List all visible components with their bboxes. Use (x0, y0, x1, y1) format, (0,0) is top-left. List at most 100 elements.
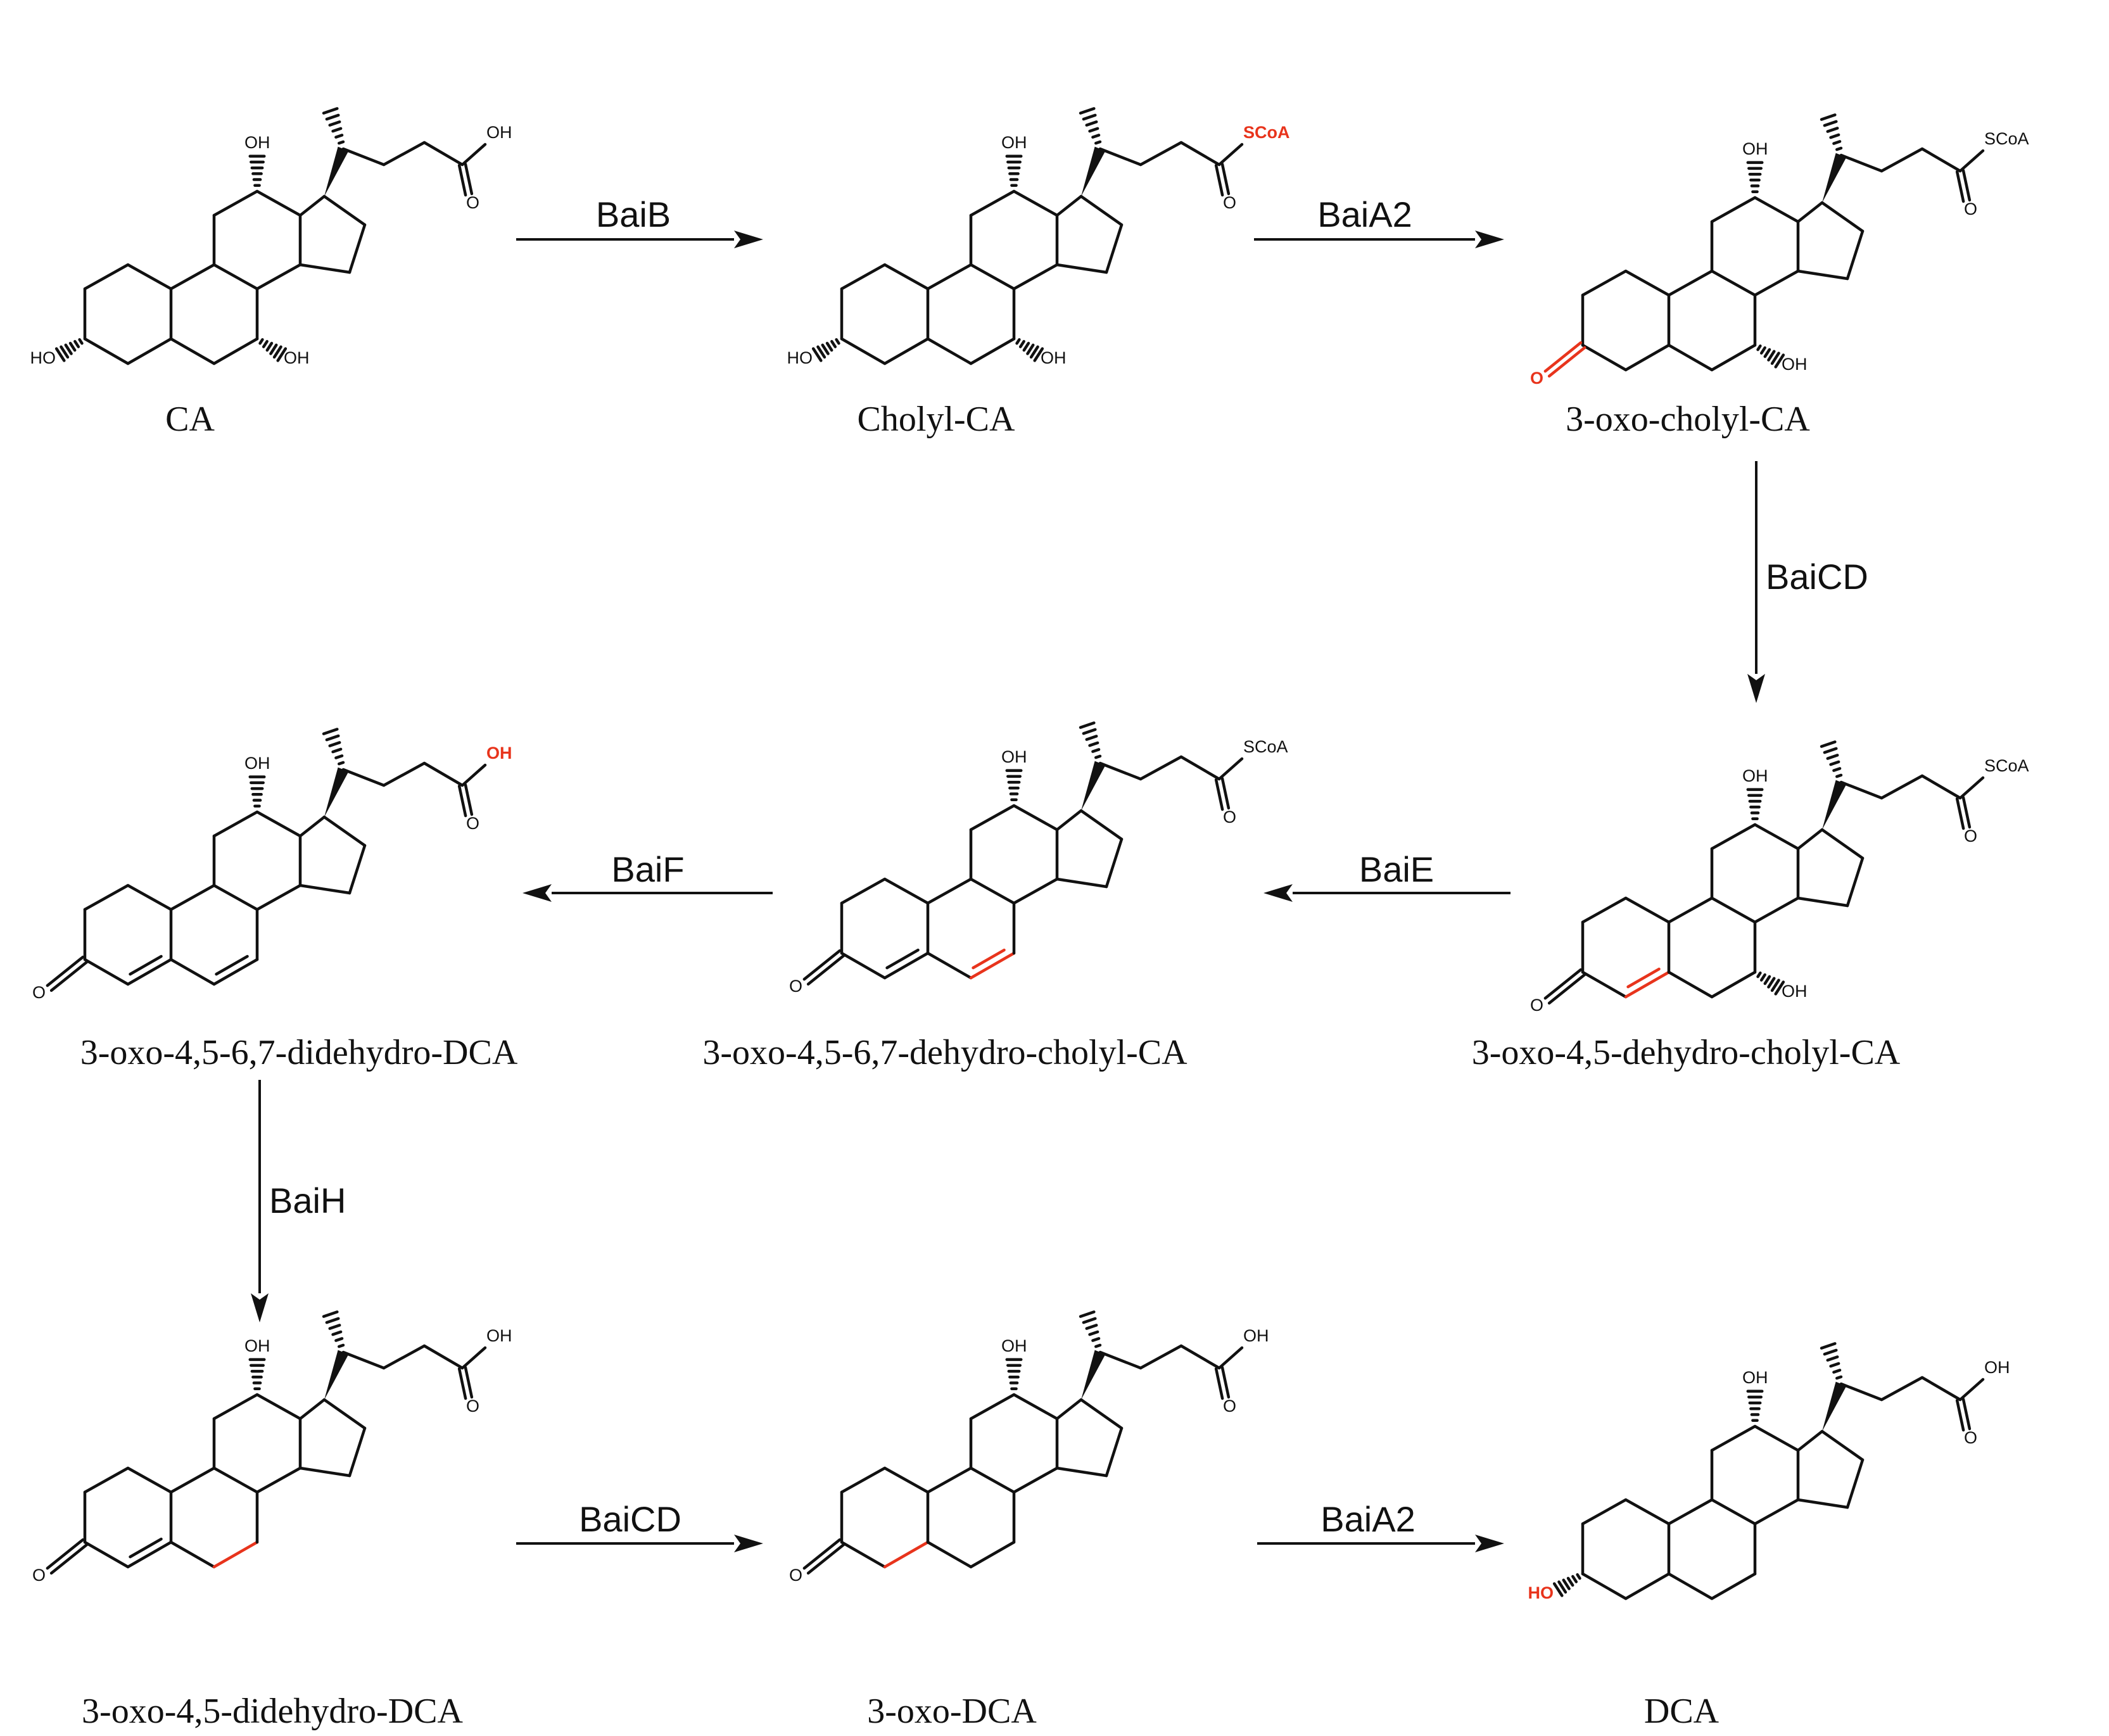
bond-c22-c23 (1880, 147, 1924, 173)
bond-c12-c13 (255, 810, 302, 838)
bond-c4-c5-double (1624, 970, 1671, 999)
bond-c24-o-double-b (1220, 1365, 1231, 1399)
bond-c17-c20-wedge (1822, 153, 1847, 203)
carbonyl-oxygen-label: O (1223, 1397, 1236, 1416)
c7-hydroxyl-label: OH (1782, 355, 1808, 374)
bond-c22-c23 (1880, 774, 1924, 800)
bond-c23-c24 (422, 1344, 464, 1370)
carbonyl-oxygen-label: O (1964, 200, 1977, 219)
bond-c15-c16 (348, 223, 367, 274)
enzyme-label: BaiCD (1766, 557, 1868, 597)
bond-c8-c9 (1710, 1498, 1757, 1526)
bond-c4-c5-double-second (885, 948, 920, 970)
bond-c3-c4 (1581, 970, 1628, 999)
bond-c4-c5-double-second (1626, 967, 1661, 989)
bond-c15-c16 (1105, 837, 1124, 889)
bond-c20-c22 (1839, 1382, 1884, 1402)
compound-name-3-oxo-4-5-6-7-dehydro-cholyl-ca: 3-oxo-4,5-6,7-dehydro-cholyl-CA (702, 1033, 1188, 1072)
bond-c14-c8 (255, 1466, 302, 1494)
bond-c10-c1 (126, 884, 173, 911)
bond-c20-c21-hash (1820, 113, 1843, 151)
bond-c14-c8 (1753, 896, 1800, 924)
arrowhead (1264, 884, 1293, 902)
bond-c1-c2 (1581, 269, 1628, 297)
bond-c16-c17 (322, 815, 367, 847)
bond-c16-c17 (1820, 828, 1865, 860)
bond-c14-c15 (1055, 263, 1108, 274)
enzyme-label: BaiH (269, 1181, 346, 1220)
bond-c12-c13 (1012, 1393, 1059, 1421)
bond-c4-c5-double-second (129, 1537, 163, 1559)
carbonyl-oxygen-label: O (1964, 1428, 1977, 1447)
carbonyl-oxygen-label: O (466, 193, 479, 212)
bond-c12-c13 (1753, 196, 1800, 224)
c7-hydroxyl-label: OH (284, 348, 310, 367)
bond-c12-oh-hash (248, 155, 266, 187)
c12-hydroxyl-label: OH (1742, 139, 1768, 158)
bond-c3-oxo-double-a (1543, 341, 1583, 373)
bond-c17-c20-wedge (1822, 1381, 1847, 1431)
c3-oxo-label: O (32, 983, 46, 1002)
bond-c24-tail (1958, 776, 1985, 800)
bond-c9-c10 (926, 263, 973, 291)
bond-c14-c15 (1055, 877, 1108, 889)
bond-c20-c22 (341, 147, 386, 167)
bond-c24-tail (1958, 1378, 1985, 1402)
bond-c17-c13 (1055, 1398, 1083, 1421)
bond-c6-c7-double-second (215, 954, 249, 976)
bond-c11-c12 (212, 189, 259, 217)
bond-c7-oh-hash (1015, 338, 1044, 362)
molecules-layer: OOHOHOHHOOSCoAOHOHHOOSCoAOHOHOOSCoAOHOHO… (30, 107, 2029, 1602)
bond-c12-c13 (1012, 189, 1059, 217)
bond-c3-c4 (840, 1540, 887, 1569)
bond-c4-c5 (883, 337, 930, 365)
bond-c24-o-double-a (457, 163, 467, 197)
bond-c3-oxo-double-b (49, 1543, 89, 1575)
bond-c10-c1 (1624, 896, 1671, 924)
bond-c14-c8 (255, 884, 302, 911)
enzyme-label: BaiA2 (1317, 194, 1412, 234)
bond-c9-c10 (169, 884, 216, 911)
reaction-arrow-5: BaiH (251, 1080, 346, 1322)
bond-c3-c4 (1581, 343, 1628, 372)
bond-c1-c2 (840, 1466, 887, 1494)
bond-c4-c5 (1624, 343, 1671, 372)
bond-c3-c4 (83, 1540, 130, 1569)
bond-c14-c15 (1796, 1498, 1849, 1509)
c3-oxo-label: O (32, 1566, 46, 1585)
bond-c6-c7 (212, 337, 259, 365)
bond-c16-c17 (1079, 194, 1124, 227)
bond-c14-c8 (1012, 877, 1059, 905)
bond-c15-c16 (1105, 1426, 1124, 1478)
bond-c6-c7 (1710, 343, 1757, 372)
bond-c3-oxo-double-b (1547, 346, 1586, 378)
bond-c12-oh-hash (248, 1358, 266, 1391)
bond-c14-c15 (1055, 1466, 1108, 1478)
bond-c16-c17 (1820, 201, 1865, 233)
bond-c15-c16 (1846, 1458, 1865, 1509)
bond-c23-c24 (1179, 755, 1221, 781)
bond-c9-c10 (1667, 896, 1714, 924)
bond-c22-c23 (1139, 755, 1183, 781)
bond-c17-c13 (298, 194, 326, 217)
bond-c4-c5 (1624, 1572, 1671, 1600)
bond-c23-c24 (1179, 141, 1221, 167)
c12-hydroxyl-label: OH (1001, 747, 1027, 766)
bond-c8-c9 (1710, 896, 1757, 924)
arrowhead (1475, 1535, 1504, 1552)
bond-c16-c17 (322, 1398, 367, 1430)
compound-name-DCA: DCA (1644, 1692, 1720, 1731)
arrowhead (251, 1293, 269, 1322)
bond-c5-c6 (169, 337, 216, 365)
bond-c11-c12 (969, 1393, 1016, 1421)
bond-c24-o-double-a (1214, 1367, 1224, 1400)
bond-c11-c12 (212, 1393, 259, 1421)
bond-c3-c4 (840, 337, 887, 365)
bond-c17-c20-wedge (324, 767, 349, 817)
bond-c10-c1 (1624, 269, 1671, 297)
bond-c8-c9 (212, 1466, 259, 1494)
compound-name-CA: CA (165, 400, 215, 439)
bond-c12-oh-hash (1746, 788, 1764, 821)
